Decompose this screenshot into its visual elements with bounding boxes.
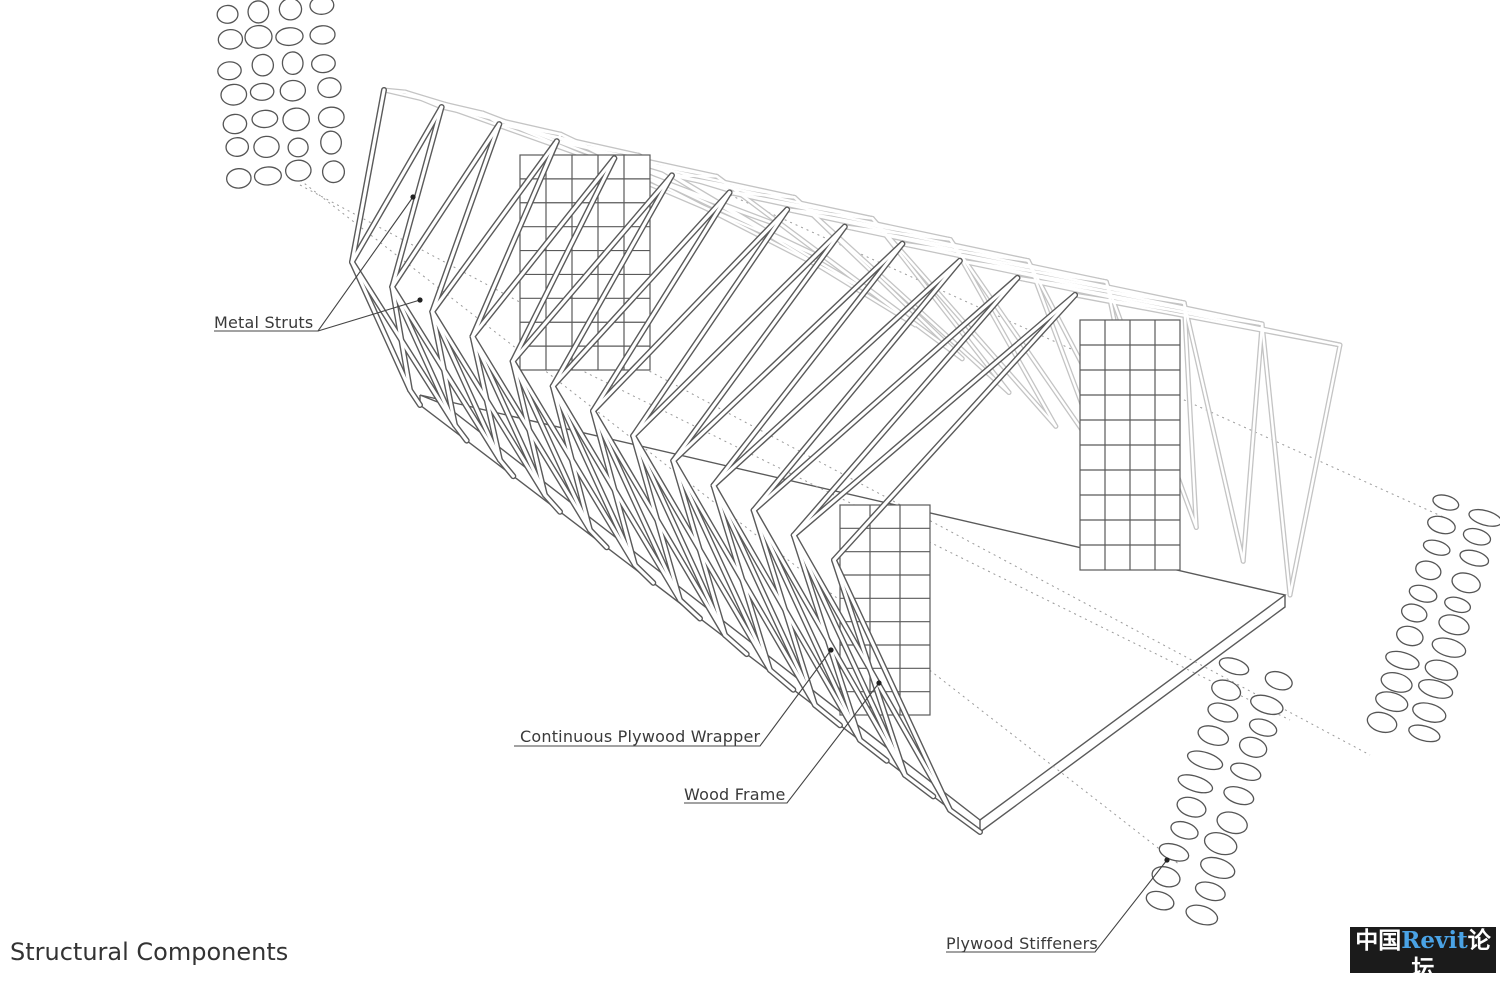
plywood-stiffener-panel (1366, 494, 1500, 743)
plywood-stiffener-panel (1145, 657, 1293, 926)
projection-lines (299, 179, 1451, 866)
watermark-logo: 中国Revit论坛 www.chinarevit.com (1350, 927, 1496, 997)
label-metal-struts: Metal Struts (214, 313, 314, 332)
label-plywood-stiffeners: Plywood Stiffeners (946, 934, 1098, 953)
label-wood-frame: Wood Frame (684, 785, 786, 804)
leader-line (514, 649, 832, 747)
leader-dot (828, 647, 834, 653)
leader-dot (417, 297, 423, 303)
label-continuous-plywood-wrapper: Continuous Plywood Wrapper (520, 727, 761, 746)
leader-dot (1164, 857, 1170, 863)
wood-frame-panel (1079, 319, 1181, 571)
plywood-stiffener-panel (216, 0, 346, 189)
leader-line (684, 682, 880, 804)
wood-frames (519, 154, 1181, 716)
leader-line (946, 859, 1168, 953)
leader-dot (876, 680, 882, 686)
leader-dot (410, 194, 416, 200)
structural-axonometric-diagram (214, 0, 1500, 953)
leader-lines (214, 194, 1170, 953)
plywood-stiffeners (216, 0, 1500, 926)
leader-line (317, 299, 421, 332)
diagram-title: Structural Components (10, 938, 289, 966)
